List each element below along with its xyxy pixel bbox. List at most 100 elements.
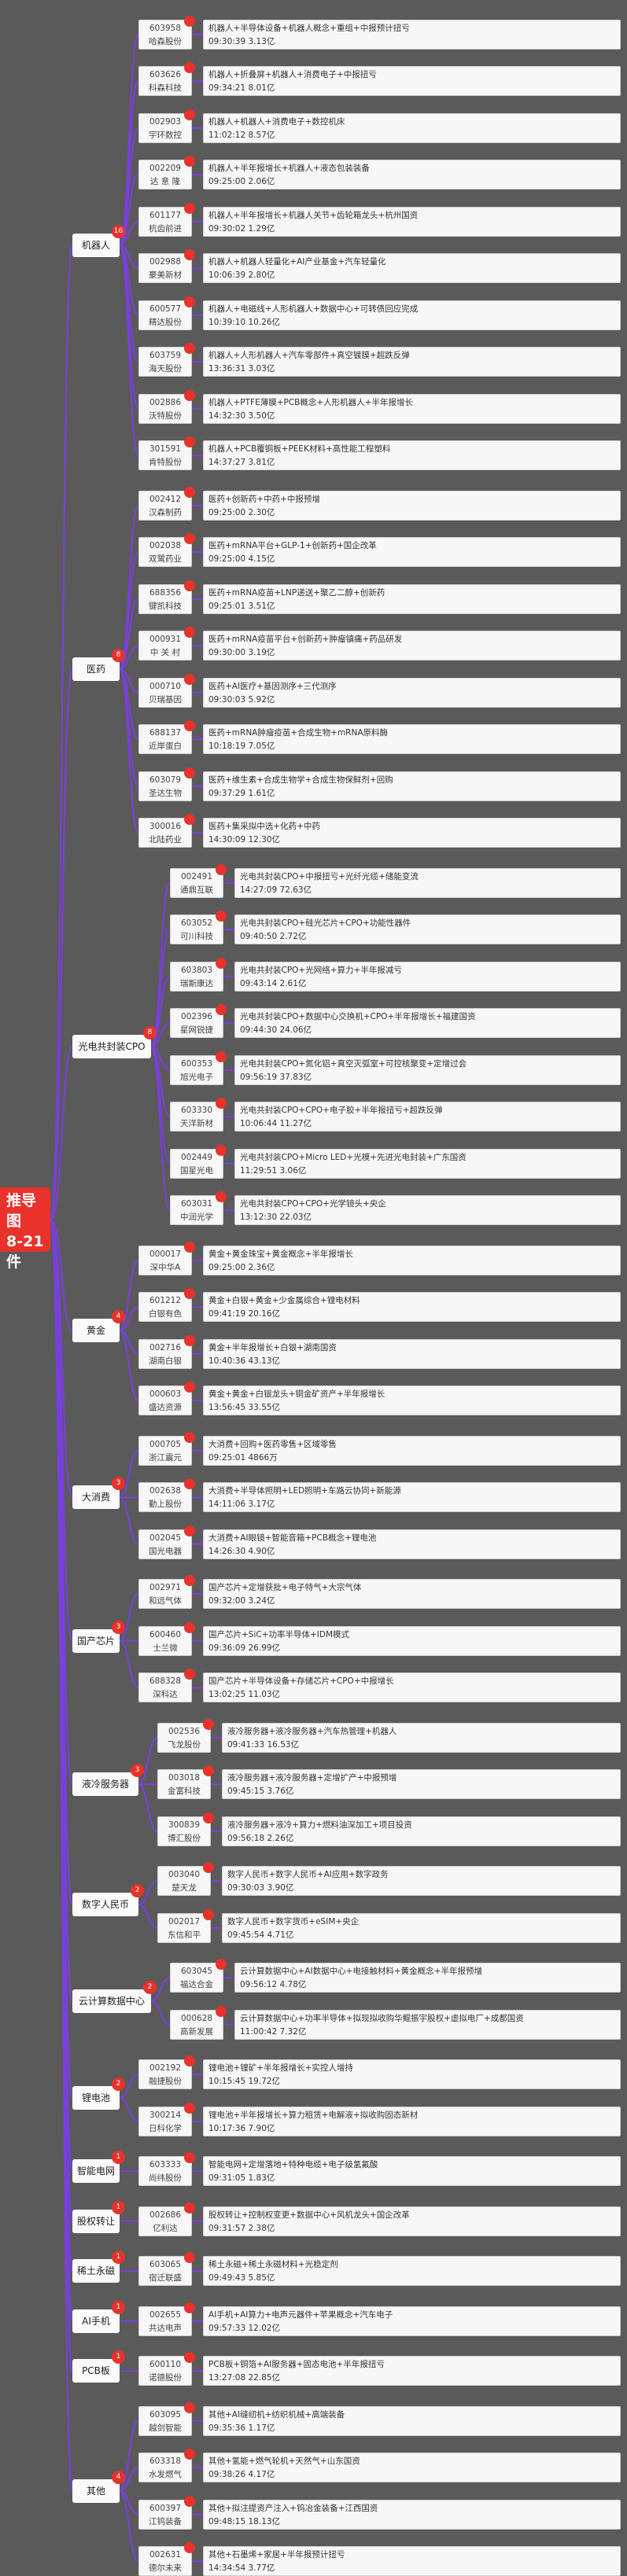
stock-name: 浙江震元	[149, 1452, 182, 1463]
stock-code: 002886	[149, 397, 182, 407]
stock-concepts: 其他+拟注提资产注入+钨冶金装备+江西国资	[208, 2503, 378, 2513]
category-node[interactable]: 数字人民币	[72, 1893, 138, 1916]
stock-concepts: 机器人+折叠屏+机器人+消费电子+中报扭亏	[208, 70, 377, 80]
category-node[interactable]: 国产芯片	[72, 1628, 120, 1653]
stock-time-amount: 09:36:09 26.99亿	[208, 1643, 281, 1653]
category-node[interactable]: 医药	[72, 657, 120, 681]
stock-code: 601212	[149, 1296, 182, 1306]
category-node[interactable]: 锂电池	[72, 2086, 120, 2110]
category-node[interactable]: 液冷服务器	[72, 1772, 138, 1797]
category-count-badge: 16	[112, 224, 125, 238]
connector-line	[150, 1046, 171, 1212]
category-node[interactable]: 智能电网	[72, 2159, 120, 2184]
stock-rank-badge	[216, 1004, 227, 1016]
category-node[interactable]: AI手机	[72, 2309, 120, 2333]
connector-line	[150, 975, 171, 1047]
category-count-badge: 8	[112, 649, 125, 662]
stock-code: 600110	[149, 2360, 182, 2370]
category-node[interactable]: 股权转让	[72, 2209, 120, 2233]
stock-code: 603803	[180, 965, 213, 975]
stock-rank-badge	[184, 1575, 195, 1587]
stock-rank-badge	[216, 911, 227, 922]
stock-concepts: 机器人+机器人轻量化+AI产业基金+汽车轻量化	[208, 257, 386, 267]
stock-name: 楚天龙	[172, 1883, 197, 1893]
stock-time-amount: 09:25:00 4.15亿	[208, 554, 275, 565]
category-node[interactable]: 云计算数据中心	[72, 1989, 151, 2013]
category-node[interactable]: 其他	[72, 2479, 120, 2503]
stock-name: 杭齿前进	[149, 223, 182, 234]
stock-rank-badge	[184, 1288, 195, 1300]
stock-code: 600353	[180, 1058, 213, 1069]
category-node[interactable]: 稀土永磁	[72, 2259, 120, 2283]
stock-rank-badge	[184, 2055, 195, 2067]
stock-concepts: 医药+mRNA疫苗+LNP递送+聚乙二醇+创新药	[208, 587, 385, 598]
stock-name: 中 关 村	[149, 648, 181, 658]
category-node[interactable]: 黄金	[72, 1319, 120, 1342]
category-node[interactable]: 机器人	[72, 233, 120, 257]
stock-code: 603759	[149, 351, 182, 361]
category-node[interactable]: 光电共封装CPO	[72, 1035, 151, 1058]
stock-code: 603045	[180, 1967, 213, 1977]
category-node[interactable]: PCB板	[72, 2359, 120, 2383]
category-node[interactable]: 大消费	[72, 1485, 120, 1510]
connector-line	[119, 2097, 139, 2122]
